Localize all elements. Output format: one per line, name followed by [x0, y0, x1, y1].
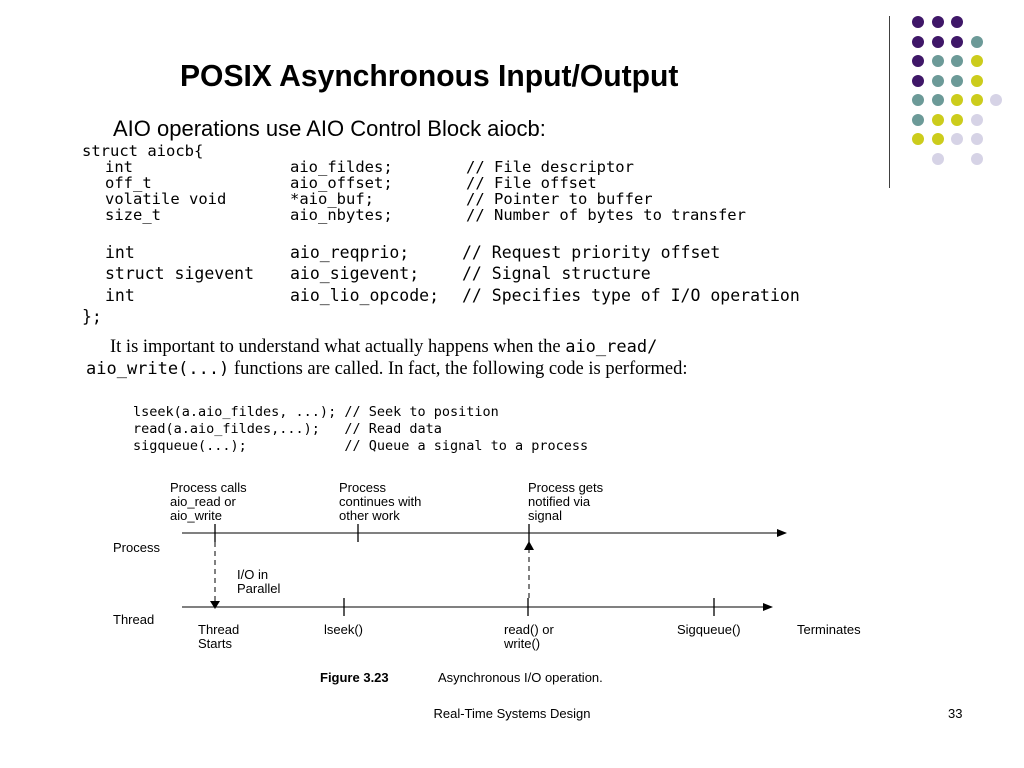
label-lseek: lseek(): [324, 622, 364, 637]
decorative-dot: [931, 113, 944, 126]
decorative-dot: [951, 55, 963, 67]
field-type: struct sigevent: [105, 264, 255, 283]
figure-caption-label: Figure 3.23: [320, 670, 389, 685]
decorative-dot: [951, 94, 963, 106]
paragraph-text: functions are called. In fact, the follo…: [229, 359, 688, 379]
decorative-dot: [912, 94, 924, 106]
decorative-dot: [912, 16, 924, 28]
field-type: int: [105, 158, 133, 176]
decorative-dot: [931, 133, 944, 145]
field-name: *aio_buf;: [290, 190, 374, 208]
field-name: aio_lio_opcode;: [290, 286, 440, 305]
field-comment: // Number of bytes to transfer: [466, 206, 746, 224]
decorative-dot: [970, 94, 983, 106]
label-thread: Thread: [113, 612, 155, 627]
decorative-dot: [970, 35, 983, 48]
decorative-dot: [912, 35, 924, 48]
field-type: size_t: [105, 206, 161, 224]
field-name: aio_reqprio;: [290, 243, 410, 262]
decorative-dot: [990, 94, 1002, 106]
decorative-dot: [931, 16, 944, 28]
decorative-dot: [970, 74, 983, 87]
field-name: aio_nbytes;: [290, 206, 393, 224]
decorative-dot: [970, 133, 983, 145]
decorative-dot: [970, 113, 983, 126]
field-comment: // Signal structure: [462, 264, 651, 283]
struct-close: };: [82, 307, 102, 326]
label-process: Process: [113, 540, 160, 555]
label-sigqueue: Sigqueue(): [677, 622, 741, 637]
decorative-dot: [951, 133, 963, 145]
field-comment: // Pointer to buffer: [466, 190, 653, 208]
decorative-dot: [931, 55, 944, 67]
decorative-dot: [912, 55, 924, 67]
arrowhead-up: [524, 541, 534, 550]
footer-page-number: 33: [948, 706, 963, 721]
label-io-parallel: I/O in Parallel: [237, 567, 281, 596]
decorative-dot: [970, 55, 983, 67]
decorative-dot: [951, 35, 963, 48]
decorative-dot: [912, 133, 924, 145]
field-type: off_t: [105, 174, 152, 192]
decorative-dot: [951, 74, 963, 87]
decorative-dot: [951, 16, 963, 28]
struct-open: struct aiocb{: [82, 142, 204, 160]
inline-code: aio_write(...): [86, 359, 230, 379]
paragraph-text: It is important to understand what actua…: [110, 337, 566, 357]
field-comment: // File descriptor: [466, 158, 634, 176]
slide-subtitle: AIO operations use AIO Control Block aio…: [113, 116, 546, 141]
code-line-read: read(a.aio_fildes,...); // Read data: [133, 421, 442, 437]
label-read-write: read() or write(): [504, 622, 554, 651]
paragraph-line-2: aio_write(...) functions are called. In …: [86, 359, 688, 380]
field-comment: // File offset: [466, 174, 597, 192]
label-terminates: Terminates: [797, 622, 861, 637]
decorative-dot: [931, 35, 944, 48]
label-process-notified: Process gets notified via signal: [528, 480, 604, 523]
label-thread-starts: Thread Starts: [198, 622, 240, 651]
slide-title: POSIX Asynchronous Input/Output: [180, 58, 679, 93]
field-type: int: [105, 286, 135, 305]
figure-caption-text: Asynchronous I/O operation.: [438, 670, 603, 685]
field-name: aio_sigevent;: [290, 264, 420, 283]
decorative-dot: [931, 152, 944, 165]
paragraph-line-1: It is important to understand what actua…: [110, 337, 657, 358]
label-process-continues: Process continues with other work: [339, 480, 422, 523]
decorative-dot: [912, 113, 924, 126]
decorative-dot: [931, 94, 944, 106]
field-name: aio_offset;: [290, 174, 393, 192]
field-comment: // Specifies type of I/O operation: [462, 286, 800, 305]
decorative-dot: [931, 74, 944, 87]
arrowhead-down: [210, 601, 220, 609]
title-divider-line: [889, 16, 890, 188]
code-line-sigqueue: sigqueue(...); // Queue a signal to a pr…: [133, 438, 589, 454]
field-type: int: [105, 243, 135, 262]
field-comment: // Request priority offset: [462, 243, 721, 262]
field-name: aio_fildes;: [290, 158, 393, 176]
inline-code: aio_read/: [565, 337, 658, 357]
decorative-dot: [951, 113, 963, 126]
footer-course-title: Real-Time Systems Design: [433, 706, 591, 721]
code-line-lseek: lseek(a.aio_fildes, ...); // Seek to pos…: [133, 404, 499, 420]
field-type: volatile void: [105, 190, 227, 208]
decorative-dot: [970, 152, 983, 165]
label-process-calls: Process calls aio_read or aio_write: [170, 480, 247, 523]
decorative-dot: [912, 74, 924, 87]
